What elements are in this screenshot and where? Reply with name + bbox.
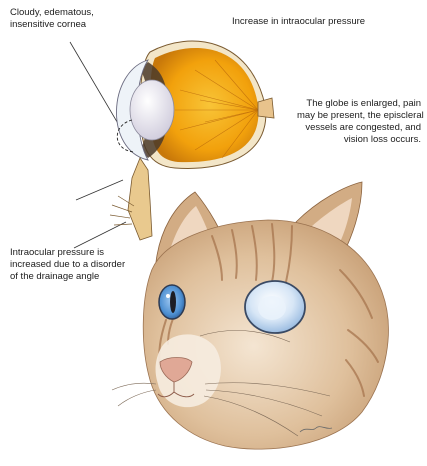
drainage-angle-detail <box>127 157 153 241</box>
leader-line-drainage <box>73 221 127 249</box>
cat-whiskers <box>111 330 331 437</box>
cat-nose <box>159 357 193 383</box>
label-line: may be present, the episcleral <box>297 110 424 121</box>
label-line: Increase in intraocular pressure <box>232 16 366 27</box>
label-cloudy-cornea: Cloudy, edematous, insensitive cornea <box>10 7 140 31</box>
drainage-angle-fibers <box>109 195 135 226</box>
optic-nerve <box>257 97 275 119</box>
normal-cornea-outline <box>116 119 135 153</box>
label-line: The globe is enlarged, pain <box>306 98 421 109</box>
cat-head <box>111 181 389 450</box>
lens <box>129 79 175 141</box>
globe-interior <box>150 47 259 163</box>
leader-line-cornea <box>69 41 124 133</box>
cat-face <box>142 219 389 450</box>
cat-cloudy-eye-pupil <box>258 296 286 320</box>
label-line: vessels are congested, and <box>305 122 421 133</box>
cat-clear-eye-highlight <box>166 294 170 298</box>
label-line: Intraocular pressure is <box>10 247 104 258</box>
eye-cross-section <box>109 40 275 241</box>
leader-lines <box>69 41 127 249</box>
artist-signature <box>299 426 333 433</box>
label-line: of the drainage angle <box>10 271 100 282</box>
cat-right-ear-inner <box>312 198 352 250</box>
label-drainage-angle: Intraocular pressure is increased due to… <box>10 247 170 283</box>
label-line: insensitive cornea <box>10 19 87 30</box>
cat-clear-eye-pupil <box>170 291 176 313</box>
label-line: vision loss occurs. <box>343 134 421 145</box>
globe-vessels <box>175 59 259 159</box>
cat-mouth <box>157 382 195 398</box>
label-line: increased due to a disorder <box>10 259 126 270</box>
label-globe-enlarged: The globe is enlarged, pain may be prese… <box>297 98 424 146</box>
label-increase-intraocular-pressure: Increase in intraocular pressure <box>232 16 412 28</box>
label-line: Cloudy, edematous, <box>10 7 94 18</box>
leader-line-drainage-2 <box>75 179 124 201</box>
